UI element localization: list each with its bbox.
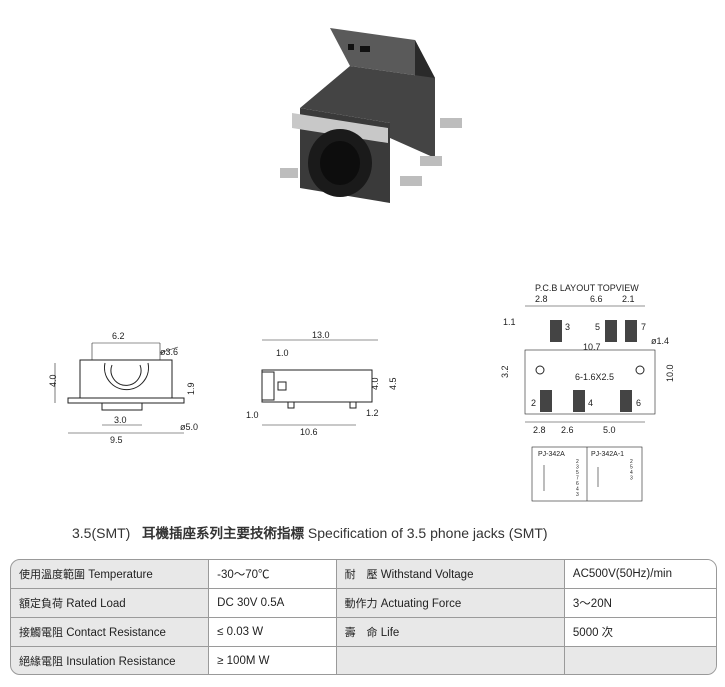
front-view-drawing: 13.0 1.0 4.0 4.5 1.0 1.2 10.6 [240, 330, 400, 440]
pcb-pad5: 5 [595, 322, 600, 332]
pcb-b2: 2.6 [561, 425, 574, 435]
heading-prefix: 3.5(SMT) [72, 525, 131, 541]
dim-a: 1.0 [276, 348, 289, 358]
schematic-pin-label: 5 [576, 470, 579, 476]
spec-label-cn: 使用溫度範圍 [19, 568, 85, 581]
table-row: 接觸電阻 Contact Resistance ≤ 0.03 W 壽 命 Life 5… [11, 617, 716, 647]
pcb-slot: 6-1.6X2.5 [575, 372, 614, 382]
dim-h: 4.0 [370, 377, 380, 390]
pcb-b3: 5.0 [603, 425, 616, 435]
pcb-b1: 2.8 [533, 425, 546, 435]
spec-label-cn: 絕緣電阻 [19, 655, 63, 668]
pcb-height: 10.0 [665, 364, 675, 382]
spec-label-cn: 額定負荷 [19, 597, 63, 610]
table-row: 絕緣電阻 Insulation Resistance ≥ 100M W [11, 646, 716, 674]
spec-label2-cell [335, 646, 565, 674]
table-row: 額定負荷 Rated Load DC 30V 0.5A 動作力 Actuating … [11, 588, 716, 618]
spec-label-en: Contact Resistance [66, 627, 166, 639]
pcb-pad4: 4 [588, 398, 593, 408]
spec-label-cell: 使用溫度範圍 Temperature [11, 560, 210, 589]
spec-label-en: Temperature [88, 569, 153, 581]
schematic-pin-label: 3 [630, 476, 633, 482]
dim-height2: 1.9 [186, 382, 196, 395]
spec-label2-en: Withstand Voltage [380, 569, 474, 581]
dim-circle: ø5.0 [180, 422, 198, 432]
spec-label2-cn: 動作力 [344, 597, 378, 610]
pcb-pad7: 7 [641, 322, 646, 332]
spec-label-en: Insulation Resistance [66, 656, 176, 668]
table-row: 使用溫度範圍 Temperature -30～70℃ 耐 壓 Withstand V… [11, 560, 716, 589]
spec-value-cell: DC 30V 0.5A [208, 588, 337, 618]
spec-label-cell: 接觸電阻 Contact Resistance [11, 617, 210, 647]
spec-label2-cn: 耐 壓 [344, 568, 378, 581]
spec-label-cell: 絕緣電阻 Insulation Resistance [11, 646, 210, 674]
spec-table: 使用溫度範圍 Temperature -30～70℃ 耐 壓 Withstand V… [10, 559, 717, 675]
spec-value: DC 30V 0.5A [217, 597, 285, 609]
pcb-pad6: 6 [636, 398, 641, 408]
heading-english: Specification of 3.5 phone jacks (SMT) [307, 525, 548, 541]
schematic-pin-label: 4 [576, 487, 579, 493]
section-heading: 3.5(SMT) 耳機插座系列主要技術指標 Specification of 3… [72, 522, 548, 542]
pcb-t1: 2.8 [535, 294, 548, 304]
spec-value-cell: ≥ 100M W [208, 646, 337, 674]
pcb-pad3: 3 [565, 322, 570, 332]
product-photo [270, 18, 480, 218]
schematic-pin-label: 2 [630, 459, 633, 465]
spec-label2-cell: 動作力 Actuating Force [335, 588, 565, 618]
pcb-title: P.C.B LAYOUT TOPVIEW [535, 283, 639, 293]
spec-label-cell: 額定負荷 Rated Load [11, 588, 210, 618]
dim-width: 6.2 [112, 331, 125, 341]
pcb-hole: ø1.4 [651, 336, 669, 346]
spec-value: ≥ 100M W [217, 655, 270, 667]
spec-value-cell: -30～70℃ [208, 560, 337, 589]
spec-value2: 3～20N [572, 598, 612, 610]
heading-chinese: 耳機插座系列主要技術指標 [142, 526, 305, 542]
dim-base: 3.0 [114, 415, 127, 425]
dim-top: 13.0 [312, 330, 330, 340]
schematic-pin-label: 4 [630, 470, 633, 476]
schematic-pin-label: 6 [576, 481, 579, 487]
spec-label2-en: Life [380, 627, 400, 639]
pcb-left: 1.1 [503, 317, 516, 327]
schematic-pin-label: 3 [576, 465, 579, 471]
pcb-layout-drawing: P.C.B LAYOUT TOPVIEW 2.8 6.6 2.1 1.1 3 5… [495, 282, 695, 442]
dim-l: 10.6 [300, 427, 318, 437]
pcb-mid: 10.7 [583, 342, 601, 352]
dim-b: 1.0 [246, 410, 259, 420]
side-view-drawing: 6.2 ø3.6 4.0 1.9 3.0 ø5.0 9.5 [40, 325, 210, 450]
pcb-t2: 6.6 [590, 294, 603, 304]
spec-value2: AC500V(50Hz)/min [572, 568, 672, 580]
spec-label-en: Rated Load [66, 598, 126, 610]
spec-value: ≤ 0.03 W [217, 626, 264, 638]
pcb-h: 3.2 [500, 365, 510, 378]
spec-value2-cell [563, 646, 716, 674]
spec-label2-cell: 壽 命 Life [335, 617, 565, 647]
schematic-pin-label: 5 [630, 465, 633, 471]
spec-value2-cell: AC500V(50Hz)/min [563, 560, 716, 589]
spec-value-cell: ≤ 0.03 W [208, 617, 337, 647]
spec-label2-en: Actuating Force [380, 598, 462, 610]
dim-c: 1.2 [366, 408, 379, 418]
schem-left-label: PJ-342A [538, 451, 565, 458]
spec-value2-cell: 3～20N [563, 588, 716, 618]
spec-value: -30～70℃ [217, 569, 270, 581]
spec-label2-cn: 壽 命 [344, 626, 378, 639]
spec-value2: 5000 次 [572, 627, 614, 639]
pcb-t3: 2.1 [622, 294, 635, 304]
schem-right-label: PJ-342A-1 [591, 451, 624, 458]
spec-label-cn: 接觸電阻 [19, 626, 63, 639]
dim-diameter: ø3.6 [160, 347, 178, 357]
schematic-pin-label: 3 [576, 492, 579, 498]
schematic-pin-label: 7 [576, 476, 579, 482]
spec-label2-cell: 耐 壓 Withstand Voltage [335, 560, 565, 589]
schematic-pin-label: 2 [576, 459, 579, 465]
dim-h2: 4.5 [388, 377, 398, 390]
pcb-pad2: 2 [531, 398, 536, 408]
dim-length: 9.5 [110, 435, 123, 445]
dim-height: 4.0 [48, 374, 58, 387]
spec-value2-cell: 5000 次 [563, 617, 716, 647]
